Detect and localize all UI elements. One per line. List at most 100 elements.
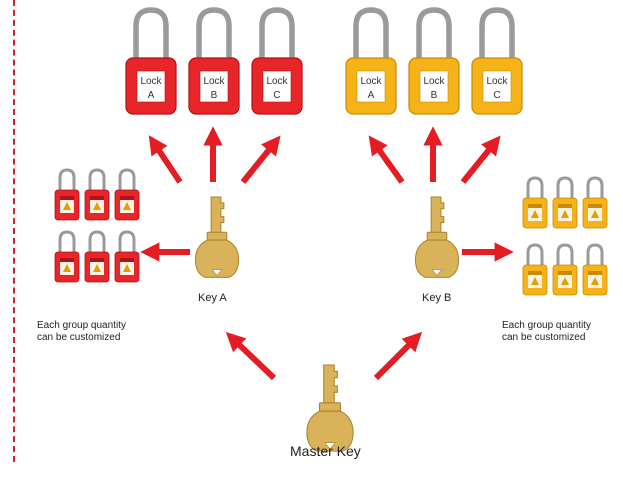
lock-tag-band bbox=[588, 204, 602, 208]
lock-body-outline bbox=[188, 57, 240, 115]
shackle bbox=[556, 176, 574, 199]
lock-body-outline bbox=[125, 57, 177, 115]
key-icon bbox=[306, 364, 354, 452]
warning-icon bbox=[591, 277, 599, 285]
shackle bbox=[88, 230, 106, 253]
small-padlock bbox=[114, 230, 140, 283]
warning-icon bbox=[531, 210, 539, 218]
lock-label-line-1: Lock bbox=[360, 76, 382, 87]
shackle bbox=[133, 7, 169, 62]
arrows-layer bbox=[140, 126, 514, 381]
small-padlock bbox=[522, 243, 548, 296]
warning-icon bbox=[123, 264, 131, 272]
key-b-label: Key B bbox=[422, 292, 452, 304]
lock-tag-band bbox=[120, 258, 134, 262]
key-a-label: Key A bbox=[198, 292, 227, 304]
right-group-note: Each group quantity can be customized bbox=[502, 320, 591, 344]
warning-icon bbox=[591, 210, 599, 218]
lock-body-outline bbox=[345, 57, 397, 115]
left-divider bbox=[13, 0, 15, 462]
lock-label-line-1: Lock bbox=[486, 76, 508, 87]
shackle bbox=[118, 230, 136, 253]
lock-label-plate bbox=[136, 70, 166, 103]
warning-icon bbox=[63, 202, 71, 210]
lock-tag-band bbox=[90, 196, 104, 200]
key-icon bbox=[194, 196, 240, 278]
small-padlock bbox=[54, 230, 80, 283]
arrow bbox=[368, 135, 405, 184]
small-locks-layer bbox=[54, 168, 608, 296]
lock-tag-band bbox=[558, 204, 572, 208]
lock-label-plate bbox=[199, 70, 229, 103]
lock-label-line-1: Lock bbox=[266, 76, 288, 87]
shackle bbox=[556, 243, 574, 266]
shackle bbox=[118, 168, 136, 191]
lock-label-plate bbox=[482, 70, 512, 103]
key-blade bbox=[210, 196, 225, 235]
lock-label-line-1: Lock bbox=[423, 76, 445, 87]
small-padlock bbox=[522, 176, 548, 229]
lock-label-line-2: B bbox=[431, 90, 438, 101]
warning-icon bbox=[123, 202, 131, 210]
lock-label-line-2: C bbox=[493, 90, 500, 101]
lock-body-outline bbox=[251, 57, 303, 115]
key-icon bbox=[414, 196, 460, 278]
lock-label-line-2: B bbox=[211, 90, 218, 101]
key-bow-hole bbox=[211, 269, 223, 276]
keys-layer bbox=[194, 196, 460, 452]
left-note-line-2: can be customized bbox=[37, 332, 121, 343]
left-note-line-1: Each group quantity bbox=[37, 320, 126, 331]
lock-body-outline bbox=[471, 57, 523, 115]
shackle bbox=[586, 243, 604, 266]
lock-label-line-2: A bbox=[368, 90, 375, 101]
key-bow bbox=[306, 410, 354, 452]
shackle bbox=[479, 7, 515, 62]
warning-icon bbox=[561, 210, 569, 218]
right-note-line-2: can be customized bbox=[502, 332, 586, 343]
shackle bbox=[88, 168, 106, 191]
warning-icon bbox=[93, 202, 101, 210]
key-blade bbox=[430, 196, 445, 235]
shackle bbox=[416, 7, 452, 62]
small-padlock bbox=[84, 168, 110, 221]
warning-icon bbox=[93, 264, 101, 272]
lock-label-line-1: Lock bbox=[203, 76, 225, 87]
warning-icon bbox=[531, 277, 539, 285]
arrow bbox=[460, 135, 501, 184]
lock-label-plate bbox=[262, 70, 292, 103]
small-padlock bbox=[114, 168, 140, 221]
shackle bbox=[58, 168, 76, 191]
small-padlock bbox=[54, 168, 80, 221]
left-group-note: Each group quantity can be customized bbox=[37, 320, 126, 344]
key-shoulder bbox=[318, 402, 342, 412]
lock-label-line-1: Lock bbox=[140, 76, 162, 87]
shackle bbox=[259, 7, 295, 62]
shackle bbox=[586, 176, 604, 199]
small-padlock bbox=[582, 176, 608, 229]
arrow bbox=[225, 332, 277, 381]
warning-icon bbox=[561, 277, 569, 285]
lock-label-plate bbox=[419, 70, 449, 103]
lock-tag-band bbox=[588, 271, 602, 275]
small-padlock bbox=[582, 243, 608, 296]
lock-tag-band bbox=[90, 258, 104, 262]
master-key-label: Master Key bbox=[290, 443, 361, 459]
key-bow-hole bbox=[431, 269, 443, 276]
lock-label-plate bbox=[356, 70, 386, 103]
lock-label-line-2: A bbox=[148, 90, 155, 101]
key-bow bbox=[414, 239, 460, 278]
arrow bbox=[240, 135, 281, 184]
key-blade bbox=[323, 364, 338, 406]
arrow bbox=[373, 331, 423, 381]
lock-tag-band bbox=[528, 204, 542, 208]
right-note-line-1: Each group quantity bbox=[502, 320, 591, 331]
small-padlock bbox=[552, 243, 578, 296]
lock-body-outline bbox=[408, 57, 460, 115]
